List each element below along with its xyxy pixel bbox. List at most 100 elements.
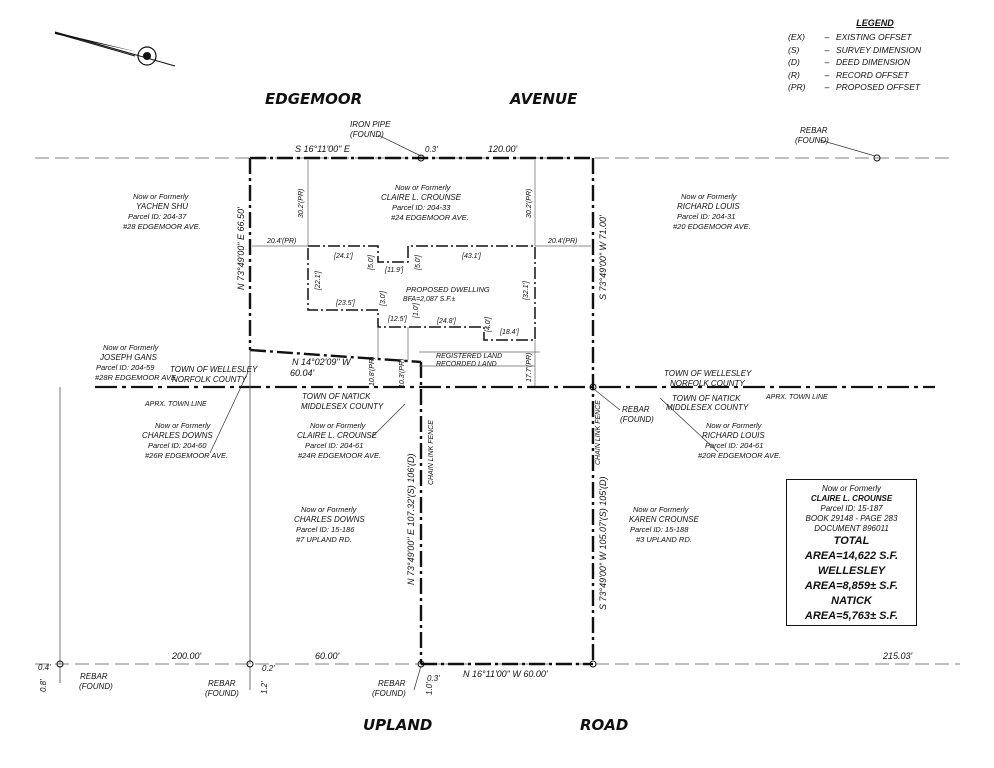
- dim-10: [1.0']: [413, 302, 420, 319]
- bearing-left: N 73°49'00" E 66.50': [236, 207, 246, 290]
- addr-louis2: #20R EDGEMOOR AVE.: [698, 451, 781, 460]
- owner-gans: JOSEPH GANS: [99, 353, 158, 362]
- rebar-b3-found: (FOUND): [372, 689, 406, 698]
- owner-louis2: RICHARD LOUIS: [702, 431, 765, 440]
- legend: LEGEND (EX)–EXISTING OFFSET (S)–SURVEY D…: [788, 18, 958, 94]
- parcel-shu: Parcel ID: 204-37: [128, 212, 187, 221]
- dim-184: [18.4']: [499, 329, 520, 336]
- offset-04: 0.4': [38, 663, 51, 672]
- offset-bottom-03: 0.3': [427, 674, 440, 683]
- dim-321: [32.1']: [523, 280, 530, 301]
- area-parcel: Parcel ID: 15-187: [820, 504, 883, 513]
- street-name-edgemoor: EDGEMOOR: [265, 90, 362, 108]
- rebar-b1-label: REBAR: [80, 672, 108, 681]
- dwelling-bfa: BFA=2,087 S.F.±: [403, 296, 456, 303]
- parcel-crounse: Parcel ID: 204-33: [392, 203, 451, 212]
- offset-lines: [252, 160, 591, 386]
- distance-top: 120.00': [488, 144, 518, 154]
- bearing-lower-right: S 73°49'00" W 105.07'(S) 105'(D): [598, 476, 608, 610]
- area-document: DOCUMENT 896011: [814, 524, 889, 533]
- offset-left-top: 30.2'(PR): [298, 189, 305, 218]
- offset-rear-1: 10.8'(PR): [369, 357, 376, 386]
- addr-louis: #20 EDGEMOOR AVE.: [673, 222, 751, 231]
- monuments: [56, 154, 881, 668]
- area-book: BOOK 29148 - PAGE 283: [805, 514, 898, 523]
- town-line-label-right: APRX. TOWN LINE: [765, 394, 828, 401]
- norfolk-right: NORFOLK COUNTY: [670, 379, 745, 388]
- legend-title: LEGEND: [856, 18, 894, 28]
- offset-08: 0.8': [39, 679, 48, 692]
- rebar-b3-label: REBAR: [378, 679, 406, 688]
- legend-row: (EX)–EXISTING OFFSET: [788, 32, 912, 42]
- abutter-lines: [59, 350, 251, 664]
- street-name-avenue: AVENUE: [509, 90, 578, 108]
- distance-200: 200.00': [171, 651, 202, 661]
- parcel-karen: Parcel ID: 15-188: [630, 525, 689, 534]
- dim-431: [43.1']: [461, 253, 482, 260]
- proposed-dwelling-outline: [307, 245, 536, 341]
- parcel-gans: Parcel ID: 204-59: [96, 363, 155, 372]
- dim-30: [3.0']: [380, 290, 387, 307]
- rebar-mid-found: (FOUND): [620, 415, 654, 424]
- dim-125: [12.5']: [387, 316, 408, 323]
- owner-karen: KAREN CROUNSE: [629, 515, 699, 524]
- middlesex-left: MIDDLESEX COUNTY: [301, 402, 384, 411]
- nf-shu: Now or Formerly: [133, 192, 190, 201]
- owner-downs1: CHARLES DOWNS: [142, 431, 213, 440]
- rebar-b1-found: (FOUND): [79, 682, 113, 691]
- offset-right-top: 30.2'(PR): [526, 189, 533, 218]
- offset-left-side: 20.4'(PR): [266, 238, 296, 245]
- dim-50a: [5.0']: [368, 254, 375, 271]
- rebar-top-found: (FOUND): [795, 136, 829, 145]
- legend-row: (R)–RECORD OFFSET: [788, 69, 909, 80]
- iron-pipe-found: (FOUND): [350, 130, 384, 139]
- rebar-mid-label: REBAR: [622, 405, 650, 414]
- middlesex-right: MIDDLESEX COUNTY: [666, 403, 749, 412]
- legend-row: (S)–SURVEY DIMENSION: [788, 44, 922, 55]
- norfolk-left: NORFOLK COUNTY: [172, 375, 247, 384]
- dim-241: [24.1']: [333, 253, 354, 260]
- dim-221: [22.1']: [315, 270, 322, 291]
- registered-land: REGISTERED LAND: [436, 353, 502, 360]
- nf-gans: Now or Formerly: [103, 343, 160, 352]
- parcel-louis2: Parcel ID: 204-61: [705, 441, 763, 450]
- north-arrow-icon: [54, 31, 176, 67]
- offset-rear-2: 10.3'(PR): [399, 359, 406, 388]
- offset-rear-3: 17.7'(PR): [526, 353, 533, 382]
- owner-shu: YACHEN SHU: [136, 202, 188, 211]
- offset-10: 1.0': [425, 682, 434, 695]
- nf-louis: Now or Formerly: [681, 192, 738, 201]
- street-name-road: ROAD: [580, 716, 628, 734]
- addr-crounse2: #24R EDGEMOOR AVE.: [298, 451, 381, 460]
- owner-crounse: CLAIRE L. CROUNSE: [381, 193, 462, 202]
- bearing-lower-left: N 73°49'00" E 107.32'(S) 106'(D): [406, 453, 416, 585]
- nf-crounse2: Now or Formerly: [310, 421, 367, 430]
- dim-248: [24.8']: [436, 318, 457, 325]
- distance-mid: 60.04': [290, 368, 315, 378]
- owner-downs2: CHARLES DOWNS: [294, 515, 365, 524]
- nf-crounse: Now or Formerly: [395, 183, 452, 192]
- area-nf: Now or Formerly: [821, 484, 882, 493]
- area-total-label: TOTAL: [833, 535, 870, 547]
- chain-link-right: CHAIN LINK FENCE: [595, 400, 602, 465]
- dim-119: [11.9']: [384, 267, 404, 274]
- recorded-land: RECORDED LAND: [436, 361, 497, 368]
- area-wellesley-label: WELLESLEY: [817, 565, 886, 577]
- area-natick-label: NATICK: [831, 595, 872, 607]
- dim-235: [23.5']: [335, 300, 356, 307]
- dwelling-label: PROPOSED DWELLING: [406, 285, 490, 294]
- rebar-top-label: REBAR: [800, 126, 828, 135]
- addr-shu: #28 EDGEMOOR AVE.: [123, 222, 201, 231]
- area-wellesley: AREA=8,859± S.F.: [804, 580, 899, 592]
- offset-right-side: 20.4'(PR): [547, 238, 577, 245]
- bearing-mid: N 14°02'09" W: [292, 357, 352, 367]
- parcel-crounse2: Parcel ID: 204-61: [305, 441, 363, 450]
- area-summary-box: Now or Formerly CLAIRE L. CROUNSE Parcel…: [786, 479, 917, 626]
- parcel-downs2: Parcel ID: 15-186: [296, 525, 355, 534]
- distance-215: 215.03': [882, 651, 913, 661]
- chain-link-left: CHAIN LINK FENCE: [428, 420, 435, 485]
- parcel-downs1: Parcel ID: 204-60: [148, 441, 207, 450]
- legend-row: (D)–DEED DIMENSION: [788, 57, 911, 67]
- iron-pipe-label: IRON PIPE: [350, 120, 391, 129]
